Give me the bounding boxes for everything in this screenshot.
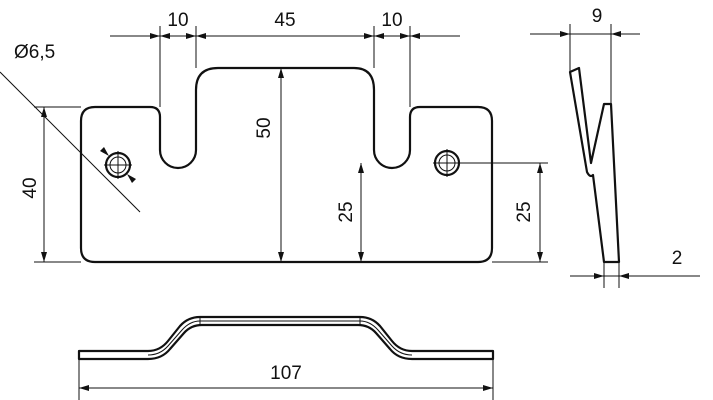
bottom-view-profile [77, 315, 495, 361]
dim-hole-diameter: Ø6,5 [14, 42, 55, 63]
bottom-view-bend-lines [199, 317, 361, 325]
dim-top-right-width: 10 [381, 10, 402, 31]
bottom-view-inner-edge [147, 320, 413, 356]
dim-top-middle-width: 45 [274, 10, 295, 31]
dim-hole-height-right: 25 [514, 201, 535, 222]
dim-overall-height: 50 [254, 117, 275, 138]
dimension-arrows [41, 31, 629, 391]
dim-top-left-width: 10 [167, 10, 188, 31]
dim-side-thickness-top: 9 [592, 6, 603, 27]
hole-centerlines [104, 149, 461, 179]
dim-left-height: 40 [20, 177, 41, 198]
dim-side-thickness-bottom: 2 [672, 248, 683, 269]
dim-overall-length: 107 [270, 363, 302, 384]
side-view-profile [568, 66, 621, 264]
dim-hole-height-left: 25 [336, 201, 357, 222]
plate-outline [79, 66, 494, 264]
